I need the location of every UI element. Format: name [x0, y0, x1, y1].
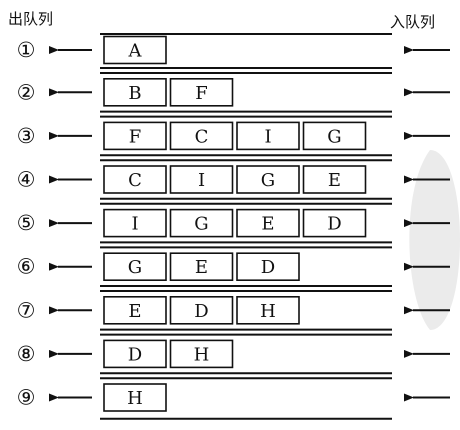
queue-cell-box	[103, 383, 167, 412]
queue-cell: I	[236, 121, 300, 151]
queue-cell: C	[169, 121, 234, 151]
row-number: ⑥	[17, 255, 36, 279]
queue-cell-letter: A	[128, 41, 143, 62]
queue-cell-box	[169, 208, 234, 238]
queue-cell: G	[302, 121, 367, 151]
queue-cell: D	[302, 208, 367, 238]
row-number: ⑨	[17, 386, 36, 410]
queue-cell-letter: E	[128, 301, 141, 322]
queue-cell-box	[236, 208, 300, 238]
queue-cell-box	[103, 339, 167, 369]
queue-cell-letter: C	[195, 126, 209, 147]
row-number: ②	[17, 80, 36, 104]
queue-row: ③ F C I G	[17, 121, 450, 162]
queue-cell-letter: E	[261, 214, 274, 235]
background-watermark-shape	[409, 150, 460, 330]
queue-cell: E	[302, 165, 367, 194]
row-number: ③	[17, 124, 36, 148]
queue-cell-letter: H	[260, 301, 276, 322]
queue-cell-box	[103, 165, 167, 194]
queue-cell-box	[302, 208, 367, 238]
queue-row: ⑧ D H	[17, 339, 450, 380]
queue-cell-letter: F	[129, 126, 142, 147]
queue-cell-box	[103, 208, 167, 238]
queue-cell-letter: C	[128, 170, 142, 191]
queue-cell-box	[103, 295, 167, 325]
queue-cell: B	[103, 78, 167, 107]
queue-cell: H	[169, 339, 234, 369]
queue-cell-letter: D	[327, 214, 341, 235]
queue-row: ④ C I G E	[17, 165, 450, 205]
queue-cell-box	[236, 121, 300, 151]
queue-cell-box	[103, 35, 167, 65]
queue-cell-letter: E	[328, 170, 341, 191]
queue-cell: E	[236, 208, 300, 238]
queue-cell: F	[169, 78, 234, 107]
queue-cell-box	[236, 165, 300, 194]
queue-row: ⑥ G E D	[17, 252, 450, 292]
queue-cell-letter: D	[128, 344, 142, 365]
queue-cell-box	[169, 252, 234, 281]
queue-cell: C	[103, 165, 167, 194]
queue-cell-letter: G	[327, 126, 341, 147]
queue-row: ② B F	[17, 78, 450, 118]
row-number: ⑧	[17, 342, 36, 366]
queue-cell-box	[169, 339, 234, 369]
queue-row: ⑤ I G E D	[17, 208, 450, 249]
dequeue-label: 出队列	[8, 10, 54, 28]
queue-cell-box	[169, 121, 234, 151]
queue-cell: G	[169, 208, 234, 238]
queue-row: ⑦ E D H	[17, 295, 450, 336]
queue-cell: D	[236, 252, 300, 281]
queue-cell: H	[236, 295, 300, 325]
queue-cell-box	[169, 165, 234, 194]
row-number: ⑤	[17, 211, 36, 235]
queue-cell: I	[103, 208, 167, 238]
queue-cell-box	[169, 78, 234, 107]
queue-cell: H	[103, 383, 167, 412]
queue-cell: G	[236, 165, 300, 194]
queue-cell-box	[236, 252, 300, 281]
queue-cell: F	[103, 121, 167, 151]
queue-cell-letter: I	[264, 126, 271, 147]
queue-cell-box	[103, 252, 167, 281]
queue-cell-letter: G	[194, 214, 208, 235]
queue-cell-box	[103, 78, 167, 107]
row-number: ④	[17, 168, 36, 192]
queue-cell-box	[103, 121, 167, 151]
queue-cell-box	[302, 121, 367, 151]
row-number: ⑦	[17, 298, 36, 322]
queue-cell: E	[103, 295, 167, 325]
queue-cell-letter: H	[194, 344, 210, 365]
queue-cell-letter: B	[128, 83, 141, 104]
queue-cell: G	[103, 252, 167, 281]
queue-cell-letter: I	[131, 214, 138, 235]
queue-cell: D	[169, 295, 234, 325]
queue-cell: D	[103, 339, 167, 369]
queue-cell-box	[236, 295, 300, 325]
row-number: ①	[17, 38, 36, 62]
queue-cell: A	[103, 35, 167, 65]
enqueue-label: 入队列	[390, 13, 436, 31]
queue-cell-letter: E	[195, 257, 208, 278]
queue-cell: I	[169, 165, 234, 194]
queue-cell-letter: G	[261, 170, 275, 191]
queue-cell-letter: D	[261, 257, 275, 278]
queue-cell-letter: D	[194, 301, 208, 322]
queue-cell: E	[169, 252, 234, 281]
queue-cell-box	[169, 295, 234, 325]
queue-cell-letter: F	[195, 83, 208, 104]
queue-cell-letter: I	[198, 170, 205, 191]
queue-cell-letter: G	[128, 257, 142, 278]
queue-cell-letter: H	[127, 388, 143, 409]
queue-cell-box	[302, 165, 367, 194]
